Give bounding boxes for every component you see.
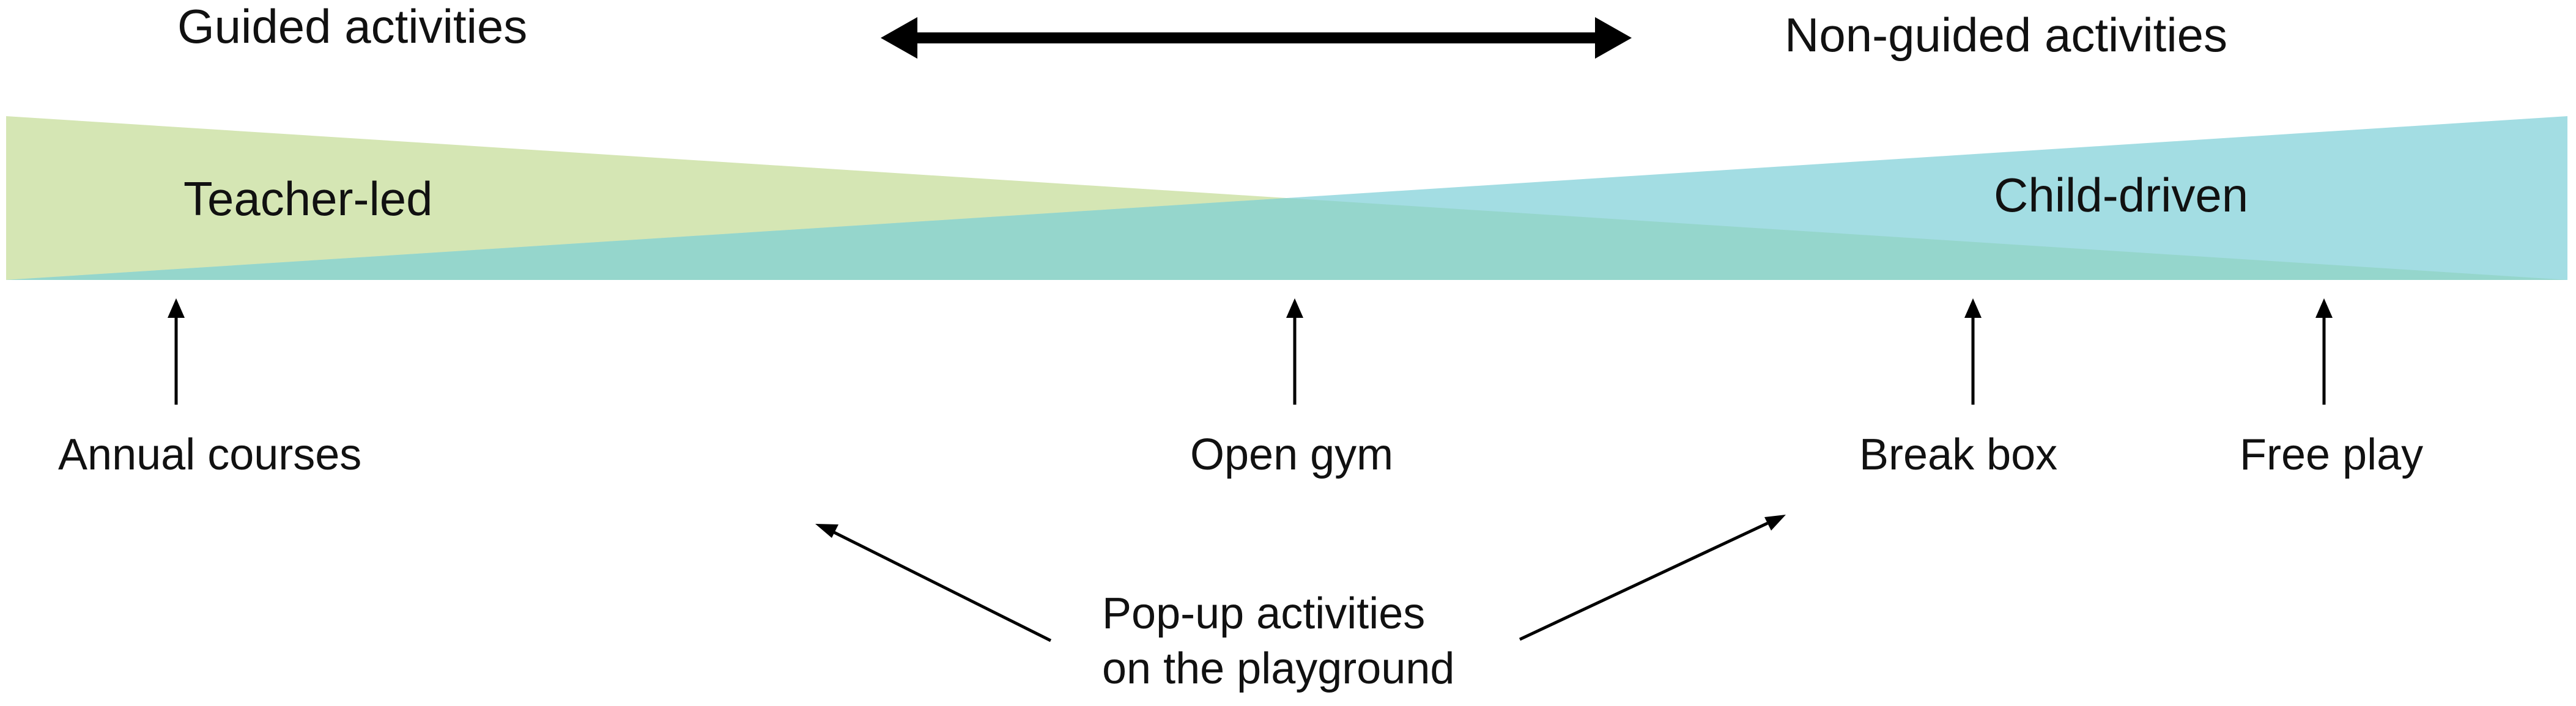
break-box-label: Break box bbox=[1859, 430, 2057, 479]
open-gym-label: Open gym bbox=[1190, 430, 1393, 479]
annual-courses-arrow-icon bbox=[168, 298, 185, 405]
popup-activities-label: Pop-up activities bbox=[1102, 589, 1425, 638]
double-arrow-icon bbox=[881, 17, 1632, 59]
teacher-led-label: Teacher-led bbox=[183, 172, 433, 226]
annual-courses-label: Annual courses bbox=[58, 430, 361, 479]
spectrum-band bbox=[6, 116, 2567, 280]
popup-left-arrow-icon bbox=[815, 524, 1052, 642]
free-play-label: Free play bbox=[2240, 430, 2423, 479]
child-driven-label: Child-driven bbox=[1994, 168, 2248, 222]
break-box-arrow-icon bbox=[1964, 298, 1982, 405]
open-gym-arrow-icon bbox=[1286, 298, 1303, 405]
popup-right-arrow-icon bbox=[1519, 515, 1786, 641]
guided-activities-label: Guided activities bbox=[177, 0, 527, 53]
non-guided-activities-label: Non-guided activities bbox=[1785, 8, 2227, 62]
free-play-arrow-icon bbox=[2315, 298, 2333, 405]
popup-playground-label: on the playground bbox=[1102, 644, 1454, 693]
